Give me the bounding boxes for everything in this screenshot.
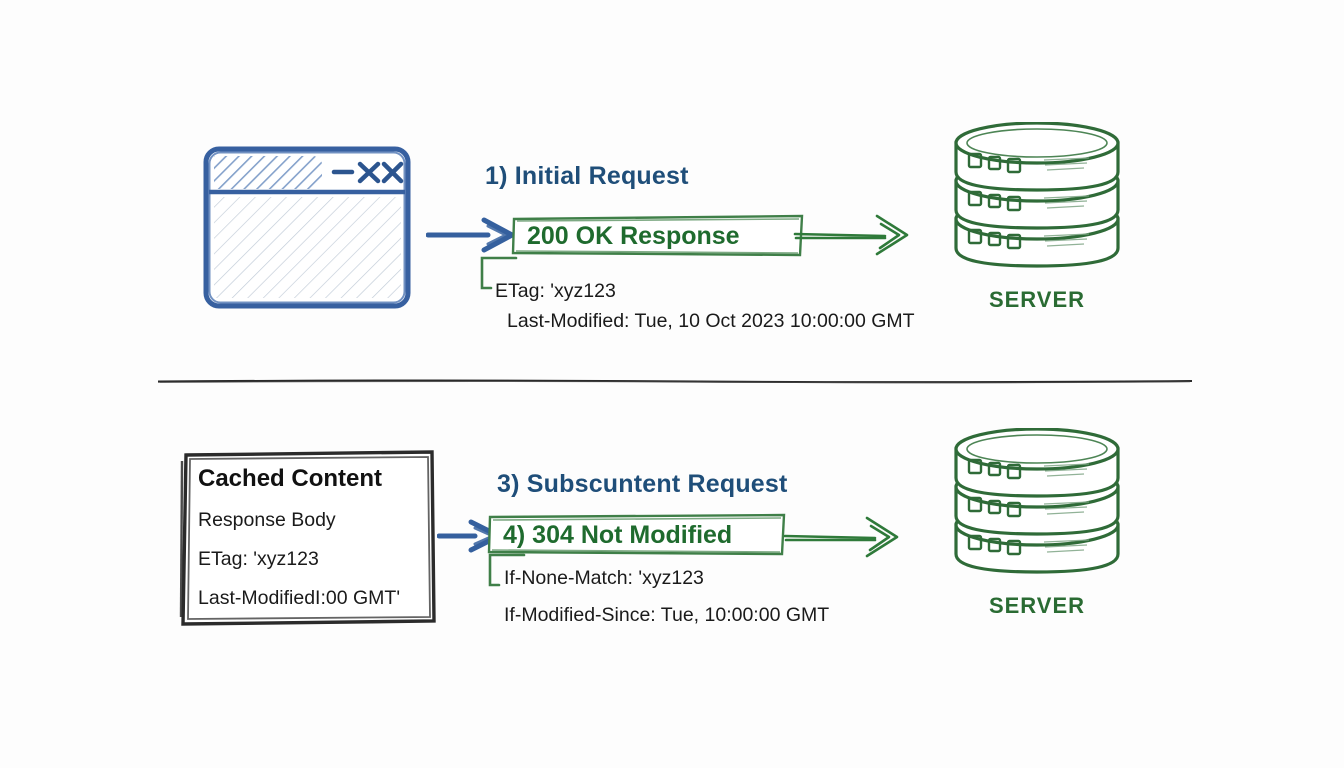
detail-etag-top: ETag: 'xyz123 <box>495 280 616 302</box>
section-initial-request: 1) Initial Request 200 OK Response <box>0 0 1344 374</box>
cached-content-line-last-modified: Last-ModifiedI:00 GMT' <box>198 587 401 609</box>
arrow-right-icon <box>783 510 903 564</box>
cached-content-title: Cached Content <box>198 465 383 492</box>
cached-content-line-response-body: Response Body <box>198 509 336 531</box>
server-label: SERVER <box>988 287 1086 312</box>
response-box-label: 4) 304 Not Modified <box>503 520 733 549</box>
bracket-connector-top <box>476 255 520 295</box>
response-box-200-ok: 200 OK Response <box>511 214 805 258</box>
detail-if-modified-since: If-Modified-Since: Tue, 10:00:00 GMT <box>504 604 830 626</box>
step-heading-subsequent-request: 3) Subscuntent Request <box>497 470 788 498</box>
horizontal-divider <box>157 371 1193 384</box>
arrow-right-icon <box>425 213 518 257</box>
response-box-304-not-modified: 4) 304 Not Modified <box>487 513 787 557</box>
server-label: SERVER <box>988 593 1086 618</box>
arrow-right-icon <box>793 208 913 262</box>
server-database-stack-icon: SERVER <box>944 122 1130 336</box>
response-box-label: 200 OK Response <box>527 221 740 250</box>
bracket-connector-bottom <box>484 552 528 592</box>
step-heading-initial-request: 1) Initial Request <box>485 162 689 190</box>
server-database-stack-icon: SERVER <box>944 428 1130 642</box>
detail-if-none-match: If-None-Match: 'xyz123 <box>504 567 704 589</box>
browser-window-icon <box>200 143 416 313</box>
detail-last-modified-top: Last-Modified: Tue, 10 Oct 2023 10:00:00… <box>507 310 915 332</box>
cached-content-line-etag: ETag: 'xyz123 <box>198 548 319 570</box>
cached-content-card: Cached Content Response Body ETag: 'xyz1… <box>176 449 439 627</box>
